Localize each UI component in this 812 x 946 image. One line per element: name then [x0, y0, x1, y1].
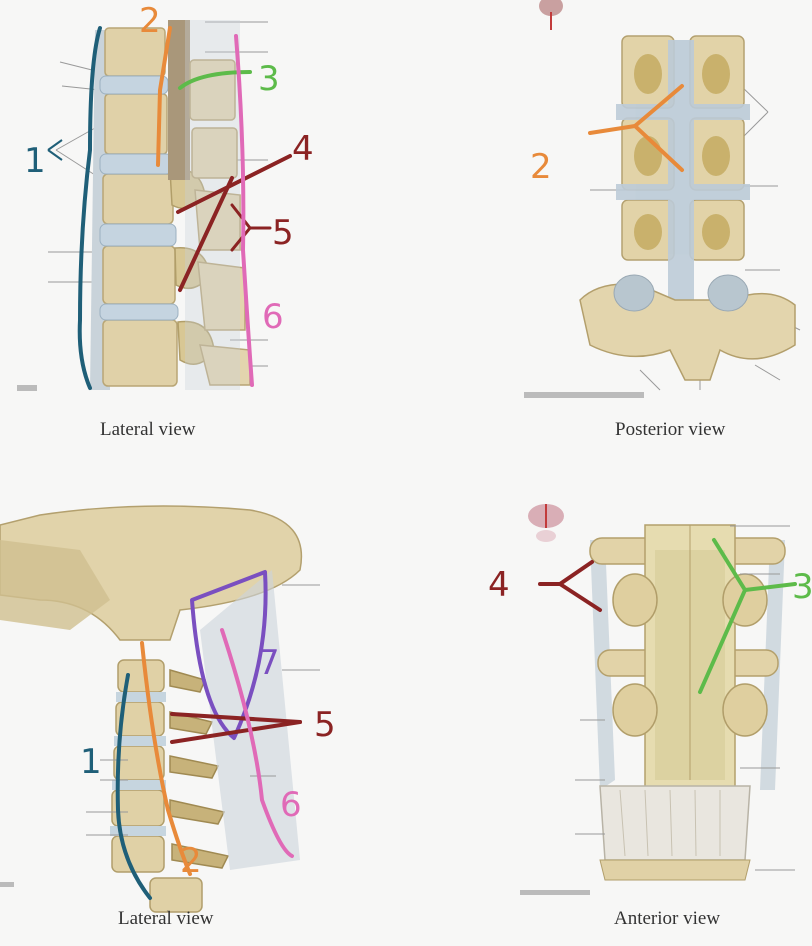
- annotation-1-bl: 1: [80, 742, 102, 782]
- posterior-illustration: 2: [524, 0, 801, 398]
- lumbar-lateral-illustration: 1 2 3 4 5 6: [17, 1, 314, 391]
- caption-lateral-view-bottom: Lateral view: [118, 908, 214, 929]
- annotation-1-tl: 1: [24, 141, 46, 181]
- annotation-4-tl: 4: [292, 129, 314, 169]
- annotation-3-br: 3: [792, 567, 812, 607]
- panel-anterior: 3 4 Anterior view: [400, 480, 812, 946]
- annotation-2-tl: 2: [139, 1, 161, 41]
- cervical-lateral-illustration: 1 2 5 6 7: [0, 505, 336, 913]
- caption-lateral-view-top: Lateral view: [100, 419, 196, 440]
- anterior-illustration: 3 4: [488, 504, 812, 895]
- panel-lateral-lumbar: 1 2 3 4 5 6 Lateral view: [0, 0, 400, 460]
- orientation-icon: [528, 504, 564, 542]
- annotation-2-tr: 2: [530, 147, 552, 187]
- caption-posterior-view: Posterior view: [615, 419, 726, 440]
- annotation-7-bl: 7: [258, 643, 280, 683]
- panel-lateral-cervical: 1 2 5 6 7 Lateral view: [0, 480, 400, 946]
- annotation-6-bl: 6: [280, 785, 302, 825]
- orientation-icon: [539, 0, 563, 30]
- caption-anterior-view: Anterior view: [614, 908, 721, 929]
- annotation-2-bl: 2: [180, 841, 202, 881]
- panel-posterior: 2 Posterior view: [400, 0, 812, 460]
- annotation-6-tl: 6: [262, 297, 284, 337]
- annotation-4-br: 4: [488, 565, 510, 605]
- annotation-5-tl: 5: [272, 213, 294, 253]
- annotation-3-tl: 3: [258, 59, 280, 99]
- annotation-5-bl: 5: [314, 705, 336, 745]
